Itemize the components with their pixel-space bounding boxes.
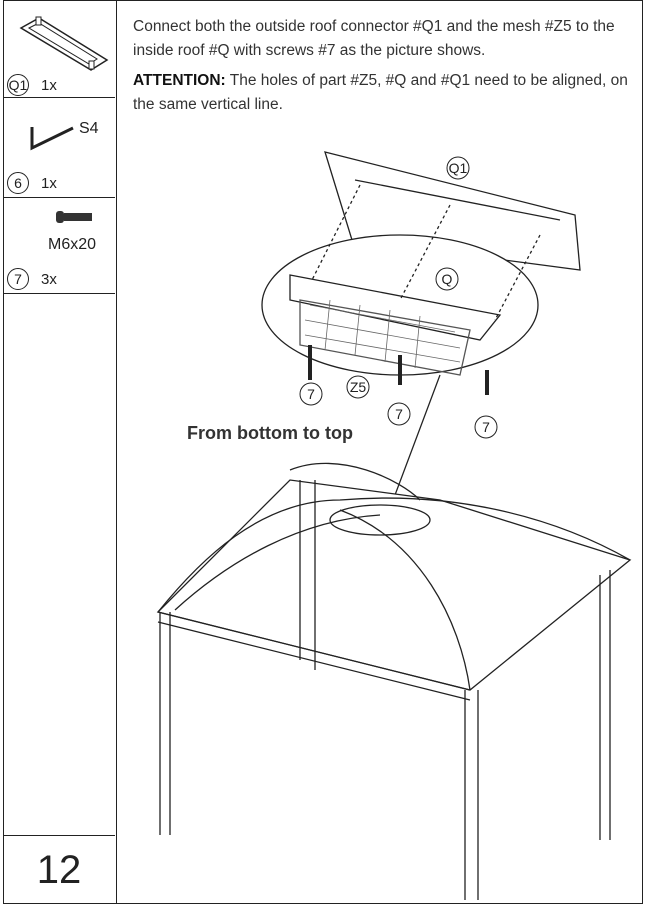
part-q1: Q1 1x — [3, 0, 115, 98]
instructions: Connect both the outside roof connector … — [133, 15, 633, 123]
direction-note: From bottom to top — [187, 423, 353, 443]
parts-list: Q1 1x S4 6 1x M6x20 7 3x 12 — [3, 0, 117, 904]
part-qty: 1x — [41, 175, 57, 192]
roof-connector-icon — [19, 16, 109, 71]
part-id: 7 — [7, 268, 29, 290]
part-qty: 1x — [41, 77, 57, 94]
page-number: 12 — [3, 835, 115, 905]
part-id: Q1 — [7, 74, 29, 96]
allen-key-icon — [30, 126, 74, 151]
screw-icon — [56, 211, 92, 223]
part-label: M6x20 — [48, 236, 97, 253]
callout-q1: Q1 — [449, 160, 468, 176]
part-label: S4 — [79, 120, 99, 137]
attention-label: ATTENTION: — [133, 72, 226, 89]
part-qty: 3x — [41, 271, 57, 288]
part-7: M6x20 7 3x — [3, 198, 115, 294]
part-id: 6 — [7, 172, 29, 194]
callout-q: Q — [442, 271, 453, 287]
page-frame — [3, 0, 643, 904]
instruction-text: Connect both the outside roof connector … — [133, 18, 615, 59]
part-6: S4 6 1x — [3, 98, 115, 198]
callout-screw: 7 — [307, 386, 315, 402]
attention-note: ATTENTION: The holes of part #Z5, #Q and… — [133, 69, 633, 117]
gazebo-assembly-illustration: Q1 Q Z5 7 7 7 — [156, 151, 632, 900]
callout-screw: 7 — [395, 406, 403, 422]
attention-text: The holes of part #Z5, #Q and #Q1 need t… — [133, 72, 628, 113]
callout-screw: 7 — [482, 419, 490, 435]
callout-z5: Z5 — [350, 379, 367, 395]
